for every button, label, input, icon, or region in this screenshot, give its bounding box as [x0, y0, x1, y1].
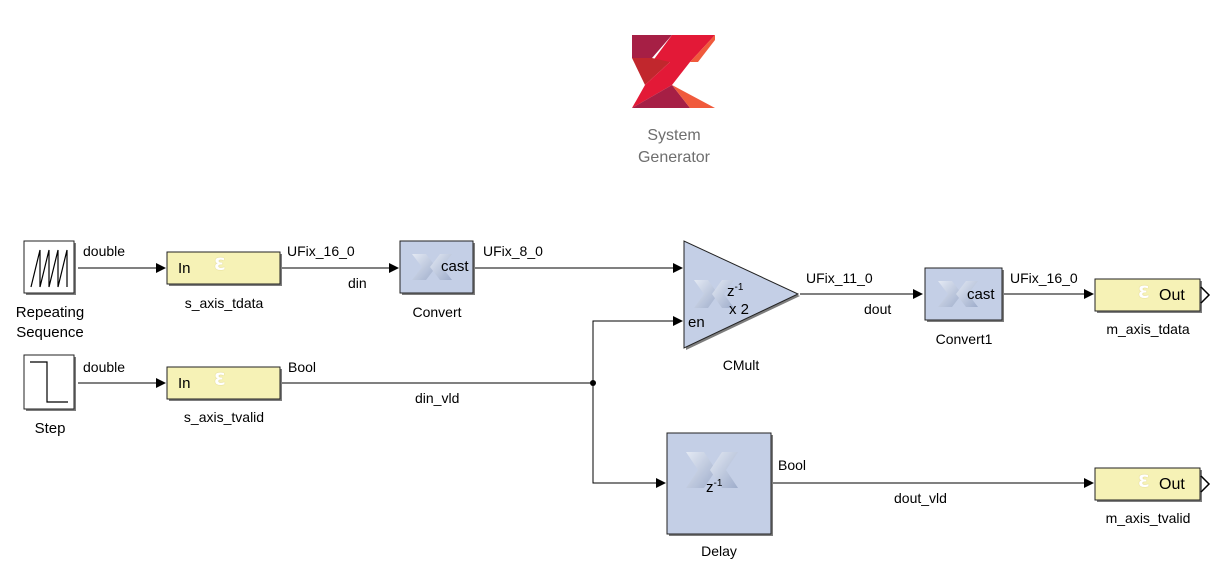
wire-type-label: double: [83, 359, 126, 375]
m-axis-tvalid-block[interactable]: [1094, 467, 1211, 502]
system-generator-logo: [632, 35, 715, 108]
repeating-sequence-name: Repeating Sequence: [16, 303, 84, 343]
logo-title: System Generator: [614, 125, 734, 169]
wire-type-label: Bool: [288, 359, 317, 375]
xilinx-sigma-icon: Ɛ: [214, 370, 226, 390]
out-port-label: Out: [1159, 476, 1185, 493]
m-axis-tdata-name: m_axis_tdata: [1106, 321, 1190, 337]
xilinx-x-icon: [694, 280, 734, 308]
s-axis-tvalid-name: s_axis_tvalid: [183, 409, 265, 425]
xilinx-x-icon: [938, 281, 978, 307]
delay-z-label: z-1: [706, 478, 723, 496]
convert1-block[interactable]: [924, 267, 1004, 322]
xilinx-x-icon: [412, 254, 452, 280]
convert1-cast-label: cast: [967, 286, 995, 303]
wire-type-label: UFix_16_0: [1010, 270, 1078, 286]
cmult-z-exponent: -1: [734, 282, 744, 293]
wire-signal-label: dout_vld: [894, 490, 947, 506]
xilinx-sigma-icon: Ɛ: [1138, 472, 1150, 492]
cmult-z-label: z-1: [727, 282, 744, 300]
wire-type-label: UFix_11_0: [806, 270, 873, 286]
wire-type-label: UFix_16_0: [287, 243, 355, 259]
output-port-chevron-icon: [1200, 475, 1211, 493]
convert1-name: Convert1: [935, 331, 993, 347]
convert-cast-label: cast: [441, 258, 469, 275]
s-axis-tvalid-block[interactable]: [166, 366, 282, 401]
delay-block[interactable]: [666, 432, 773, 536]
convert-block[interactable]: [399, 240, 475, 295]
cmult-name: CMult: [722, 357, 760, 373]
step-block[interactable]: [23, 354, 76, 411]
delay-z-exponent: -1: [713, 478, 723, 489]
repeating-sequence-name-line2: Sequence: [16, 324, 84, 341]
wire-signal-label: din: [348, 275, 367, 291]
repeating-sequence-block[interactable]: [23, 240, 76, 295]
repeating-sequence-name-line1: Repeating: [15, 304, 85, 321]
m-axis-tvalid-name: m_axis_tvalid: [1105, 510, 1191, 526]
wire-type-label: double: [83, 243, 126, 259]
xilinx-sigma-icon: Ɛ: [214, 255, 226, 275]
s-axis-tdata-name: s_axis_tdata: [184, 295, 264, 311]
in-port-label: In: [178, 260, 191, 277]
xilinx-x-icon: [686, 452, 738, 488]
sawtooth-wave-icon: [30, 249, 68, 288]
logo-line2: Generator: [637, 149, 711, 166]
wire-type-label: UFix_8_0: [483, 243, 543, 259]
output-port-chevron-icon: [1200, 286, 1211, 304]
out-port-label: Out: [1159, 287, 1185, 304]
wire-junction-to-delay: [592, 383, 666, 488]
cmult-en-port-label: en: [688, 314, 705, 331]
wire-signal-label: dout: [864, 301, 892, 317]
m-axis-tdata-block[interactable]: [1094, 278, 1211, 313]
s-axis-tdata-block[interactable]: [166, 251, 282, 286]
step-wave-icon: [30, 361, 68, 403]
in-port-label: In: [178, 375, 191, 392]
wires: [78, 263, 1094, 488]
wire-junction-to-en: [592, 316, 683, 383]
cmult-gain-label: x 2: [729, 301, 750, 318]
wire-signal-label: din_vld: [415, 390, 460, 406]
branch-junction: [590, 380, 596, 386]
logo-line1: System: [647, 127, 701, 144]
step-name: Step: [34, 420, 66, 437]
xilinx-sigma-icon: Ɛ: [1138, 283, 1150, 303]
convert-name: Convert: [412, 304, 462, 320]
cmult-block[interactable]: [683, 240, 800, 350]
wire-type-label: Bool: [778, 457, 807, 473]
delay-name: Delay: [701, 543, 737, 559]
